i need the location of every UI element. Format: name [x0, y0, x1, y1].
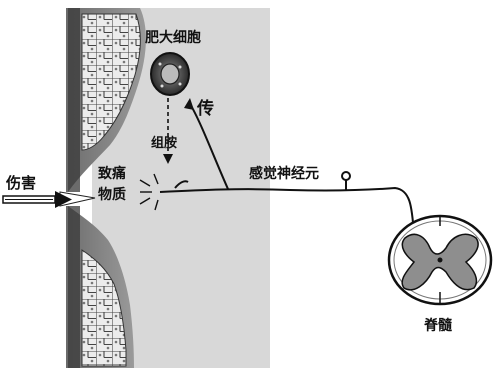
histamine-label: 组胺	[151, 135, 177, 151]
histamine-arrow	[163, 98, 173, 164]
injury-arrow	[2, 191, 72, 208]
neuron-soma	[341, 171, 351, 181]
pain-substance-label-line1: 致痛	[98, 165, 126, 182]
neuron-branch-small	[174, 180, 189, 189]
sensory-neuron-label: 感觉神经元	[249, 165, 319, 182]
transmit-label: 传	[196, 98, 214, 119]
pain-substance-rays	[139, 173, 159, 211]
spinal-cord-label: 脊髓	[423, 317, 453, 334]
epidermis-cells-lower	[81, 249, 127, 367]
neuron-branch-arrowhead	[184, 98, 194, 110]
mast-cell-label: 肥大细胞	[145, 29, 201, 46]
sensory-neuron	[159, 103, 415, 236]
epidermis-cells-upper	[81, 13, 141, 151]
skin-dark-band-upper	[66, 8, 80, 192]
neuron-fiber-main	[159, 186, 415, 236]
spinal-cord	[387, 214, 493, 306]
injury-label: 伤害	[5, 174, 36, 192]
mast-cell	[150, 52, 190, 96]
pain-substance-label-line2: 物质	[98, 186, 126, 203]
skin-dark-band-lower	[66, 206, 80, 368]
